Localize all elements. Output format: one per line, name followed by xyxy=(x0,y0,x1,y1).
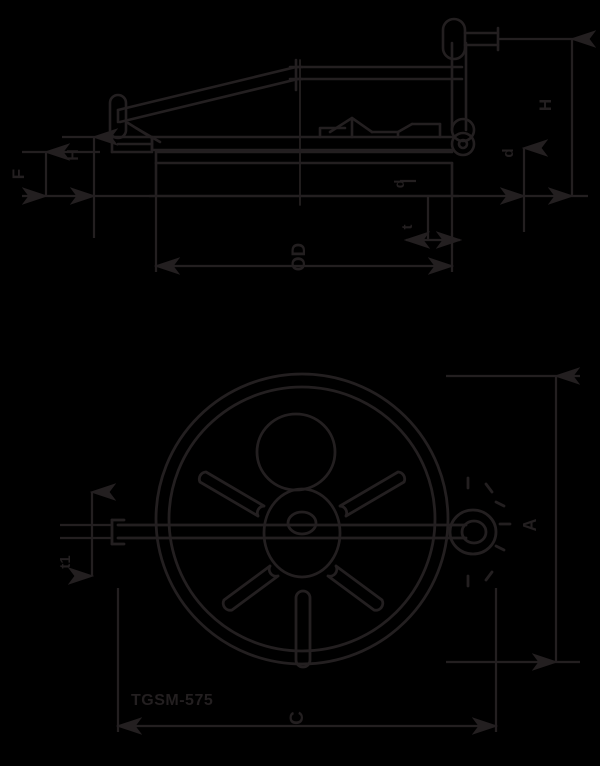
dimension-t xyxy=(403,231,463,249)
plan-view xyxy=(110,372,512,669)
dimension-H-left xyxy=(62,128,119,238)
dimension-label-t1: t1 xyxy=(57,555,74,568)
dimension-label-d-right: d xyxy=(500,148,517,157)
center-hub-inner xyxy=(286,510,318,536)
radial-ribs xyxy=(197,470,407,669)
dimension-label-OD: OD xyxy=(289,243,310,272)
dimension-label-H-left: H xyxy=(65,149,82,161)
gasket-band xyxy=(154,150,454,165)
part-number-label: TGSM-575 xyxy=(131,692,213,709)
dimension-label-F: F xyxy=(9,169,28,179)
dimension-label-A: A xyxy=(520,519,540,532)
cover-inner-circle xyxy=(167,385,437,653)
swing-bolt xyxy=(441,17,500,157)
dimension-label-d-center: d xyxy=(391,180,407,189)
center-hub xyxy=(262,487,342,579)
dimension-t1 xyxy=(60,483,117,585)
hinge-bolt-eye xyxy=(448,476,512,588)
yoke-bridge xyxy=(318,116,442,139)
flange-neck xyxy=(148,161,460,198)
dimension-label-C: C xyxy=(287,711,308,725)
dimension-label-t: t xyxy=(399,225,416,230)
side-elevation-view xyxy=(108,17,500,206)
dimension-label-H-right: H xyxy=(536,99,555,111)
cover-outer-circle xyxy=(154,372,450,666)
